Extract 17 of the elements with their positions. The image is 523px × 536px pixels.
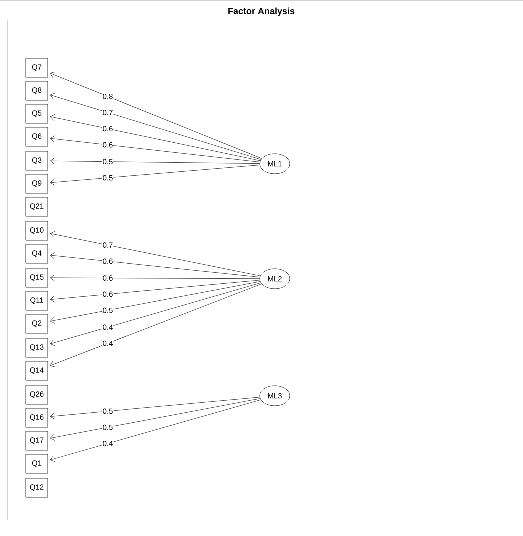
arrow — [50, 280, 260, 303]
arrow — [50, 93, 262, 160]
arrow — [50, 397, 260, 420]
arrow — [50, 114, 261, 162]
arrow — [50, 284, 262, 368]
arrow — [50, 72, 262, 159]
arrow — [50, 400, 262, 462]
arrow — [50, 282, 261, 324]
arrow — [50, 231, 261, 276]
arrow — [50, 282, 262, 346]
arrow — [50, 165, 260, 186]
arrow — [50, 136, 260, 163]
title: Factor Analysis — [228, 8, 295, 16]
arrow — [50, 252, 260, 278]
arrow — [50, 274, 260, 282]
arrow — [50, 158, 260, 164]
arrow — [50, 398, 261, 441]
